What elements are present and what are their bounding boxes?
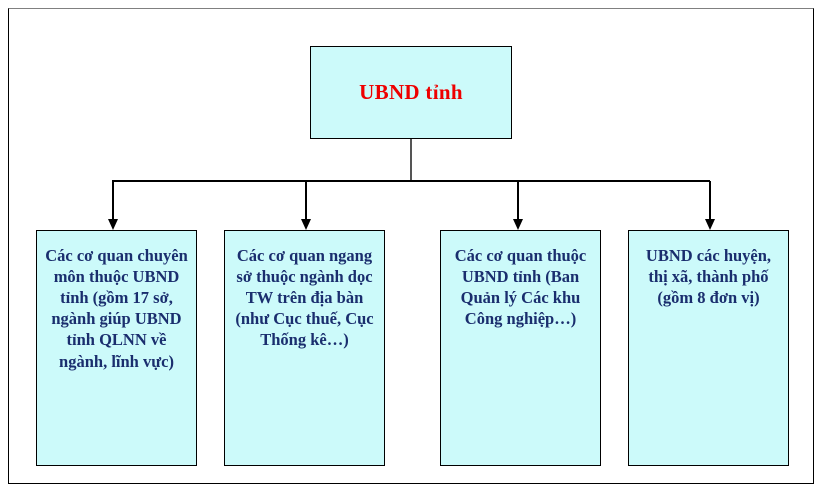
connector-root-stem [410,139,412,182]
org-node-root[interactable]: UBND tỉnh [310,46,512,139]
org-node-ubnd-huyen-thi-xa[interactable]: UBND các huyện, thị xã, thành phố (gồm 8… [628,230,789,466]
org-node-label: Các cơ quan ngang sở thuộc ngành dọc TW … [235,246,374,350]
arrow-down-icon-2 [301,219,311,230]
org-node-co-quan-chuyen-mon[interactable]: Các cơ quan chuyên môn thuộc UBND tỉnh (… [36,230,197,466]
connector-drop-3 [517,181,519,220]
org-node-label: UBND các huyện, thị xã, thành phố (gồm 8… [645,246,772,308]
connector-horizontal-bus [112,180,710,182]
arrow-down-icon-3 [513,219,523,230]
arrow-down-icon-1 [108,219,118,230]
arrow-down-icon-4 [705,219,715,230]
connector-drop-2 [305,181,307,220]
connector-drop-4 [709,181,711,220]
org-node-root-label: UBND tỉnh [359,80,463,105]
org-node-co-quan-ngang-so[interactable]: Các cơ quan ngang sở thuộc ngành dọc TW … [224,230,385,466]
org-node-label: Các cơ quan thuộc UBND tỉnh (Ban Quản lý… [454,246,587,329]
connector-drop-1 [112,181,114,220]
org-node-co-quan-thuoc-ubnd[interactable]: Các cơ quan thuộc UBND tỉnh (Ban Quản lý… [440,230,601,466]
org-node-label: Các cơ quan chuyên môn thuộc UBND tỉnh (… [45,246,188,371]
